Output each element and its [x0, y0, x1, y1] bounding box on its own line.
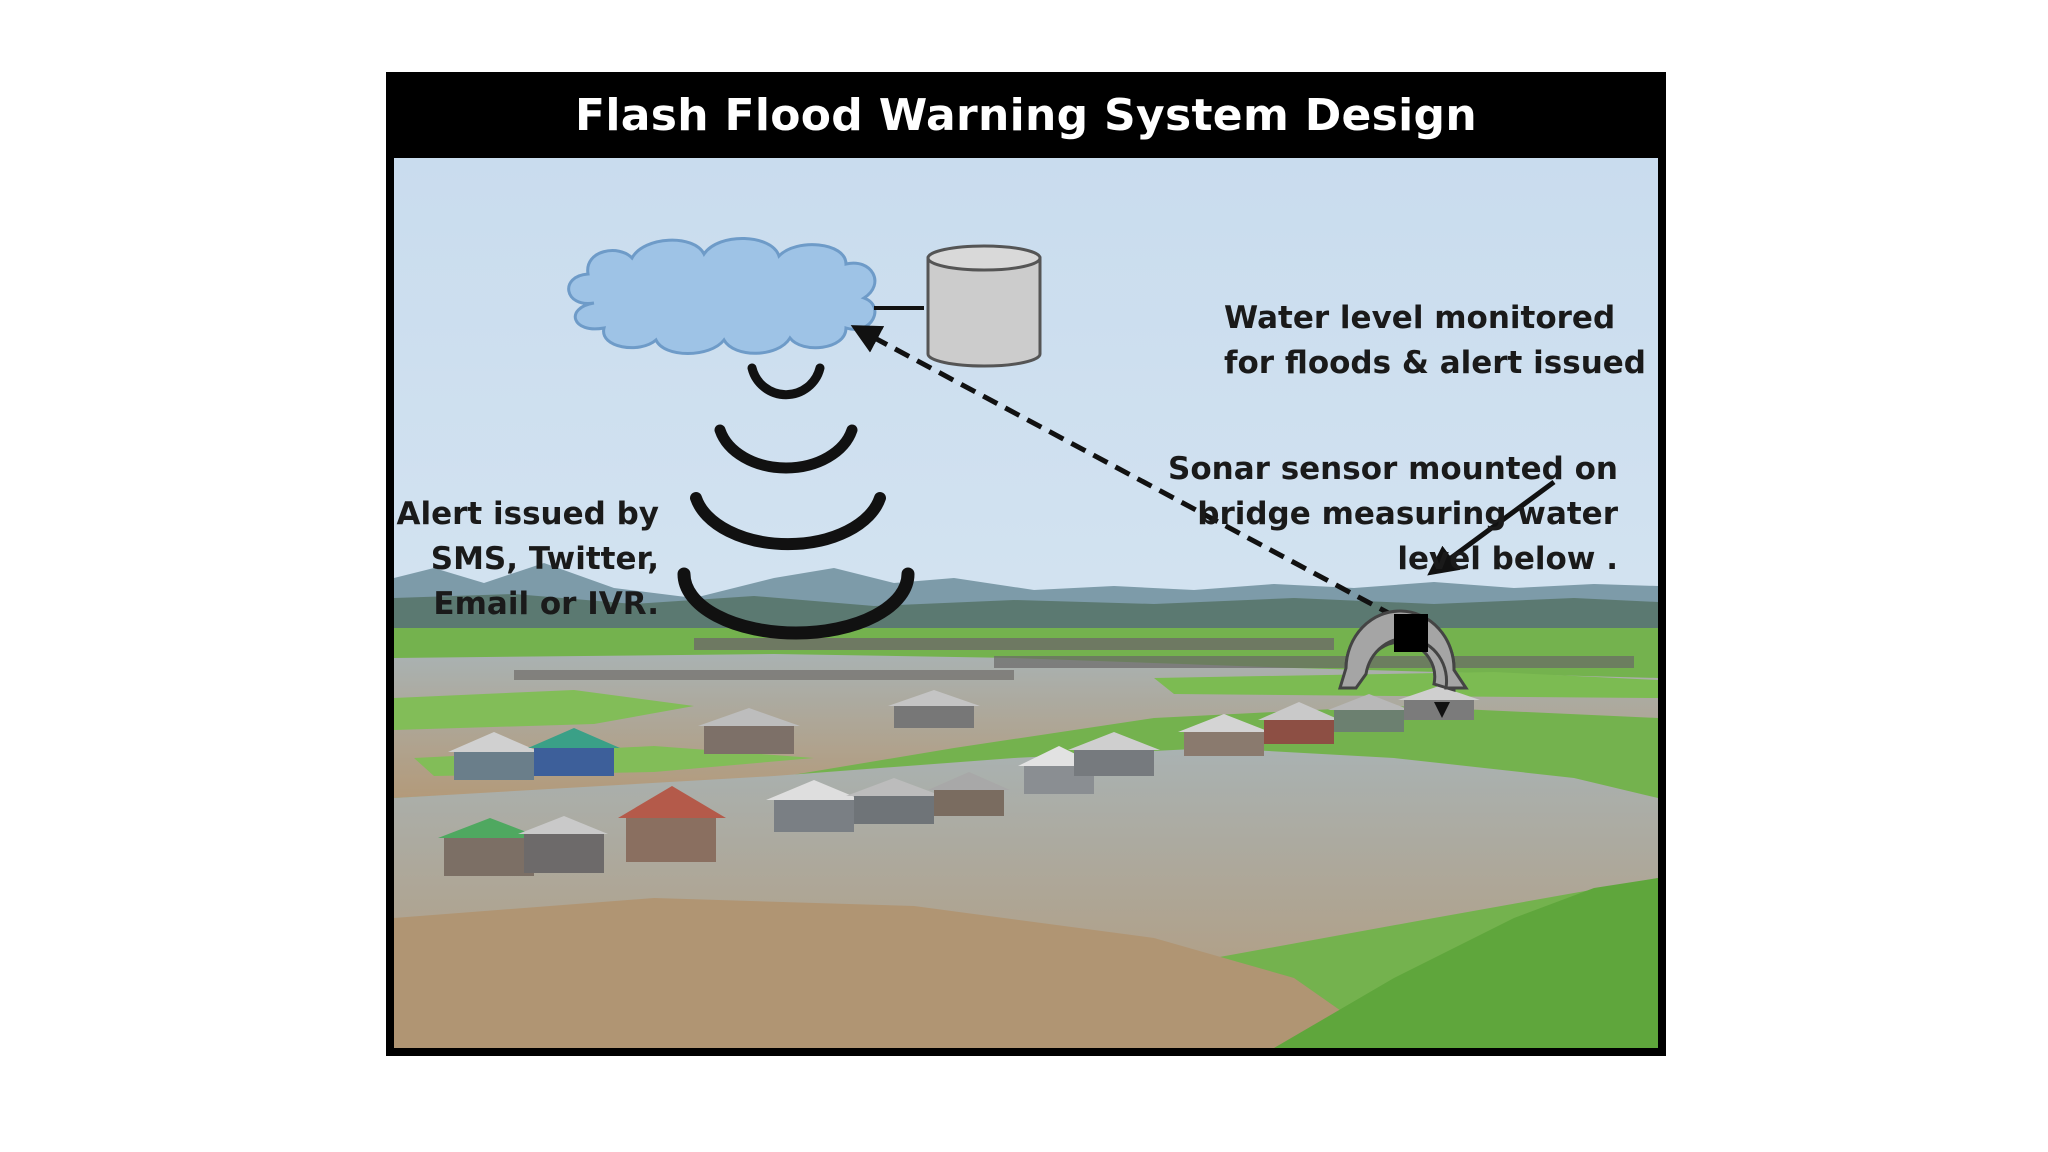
house-row — [514, 638, 1634, 680]
grass-patch-right — [1154, 672, 1658, 698]
house — [698, 708, 800, 754]
flood-scene: Water level monitored for floods & alert… — [394, 158, 1658, 1048]
house — [928, 772, 1010, 816]
diagram-title: Flash Flood Warning System Design — [575, 89, 1477, 141]
house — [846, 778, 942, 824]
water-level-label: Water level monitored for floods & alert… — [1224, 300, 1646, 381]
floating-houses — [438, 638, 1634, 876]
river-foreground — [394, 898, 1394, 1048]
signal-waves-icon — [677, 363, 915, 640]
house — [1258, 702, 1340, 744]
diagram-frame: Flash Flood Warning System Design — [386, 72, 1666, 1056]
house — [1328, 694, 1410, 732]
house — [528, 728, 620, 776]
database-icon — [926, 244, 1042, 368]
sensor-pointer-arrow — [1427, 479, 1556, 576]
house — [518, 816, 608, 873]
sonar-sensor-icon — [1337, 609, 1469, 718]
sonar-sensor-label: Sonar sensor mounted on bridge measuring… — [1168, 451, 1618, 577]
house — [888, 690, 980, 728]
cloud-icon — [567, 237, 877, 355]
grass-bank — [1274, 878, 1658, 1048]
scene-illustration — [394, 158, 1658, 1048]
alert-channels-label: Alert issued by SMS, Twitter, Email or I… — [396, 496, 659, 622]
house — [1178, 714, 1270, 756]
grass-patch-left — [394, 690, 694, 730]
house — [618, 786, 726, 862]
house — [438, 818, 542, 876]
data-upload-arrow — [850, 325, 1396, 619]
house — [448, 732, 540, 780]
house — [1068, 732, 1160, 776]
house — [766, 780, 862, 832]
